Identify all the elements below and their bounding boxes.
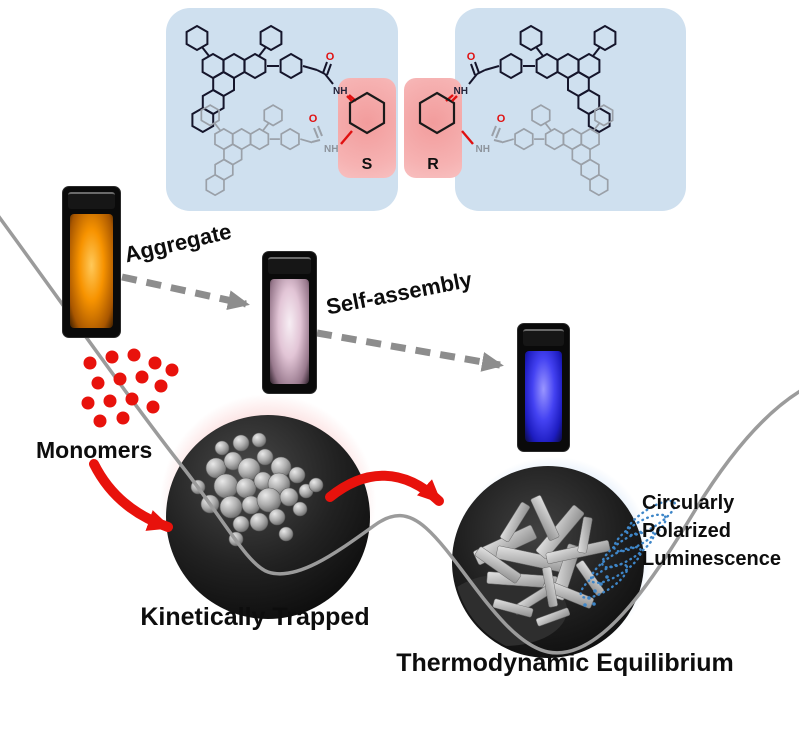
cpl-line: Circularly xyxy=(642,492,735,514)
oxygen-atom-label: O xyxy=(467,51,476,63)
cpl-label: Circularly Polarized Luminescence xyxy=(642,489,799,573)
cuvette-liquid xyxy=(525,351,562,442)
oxygen-atom-label: O xyxy=(309,113,318,125)
linker-label-r: R xyxy=(427,156,439,173)
cpl-line: Polarized xyxy=(642,520,731,542)
linker-label-s: S xyxy=(361,156,373,173)
kinetic-path-arrow xyxy=(89,459,173,532)
cuvette-pink-photo xyxy=(262,251,317,394)
cuvette-liquid xyxy=(270,279,309,384)
molecule-dark-left xyxy=(187,26,317,132)
cpl-helix-icon xyxy=(579,499,677,607)
thermodynamic-path-arrow xyxy=(325,470,444,506)
oxygen-atom-label: O xyxy=(326,51,335,63)
molecule-gray-left xyxy=(201,105,312,195)
nh-atom-label: NH xyxy=(324,144,338,155)
aggregate-arrow xyxy=(121,273,250,310)
cuvette-blue-photo xyxy=(517,323,570,452)
sem-spheres-image xyxy=(166,415,370,619)
cyclohexane-r-ring xyxy=(418,91,458,135)
cyclohexane-s-ring xyxy=(346,91,386,135)
energy-landscape-curve xyxy=(0,215,799,655)
cuvette-liquid xyxy=(70,214,113,328)
cuvette-cap xyxy=(268,257,311,274)
structure-panel-right xyxy=(455,8,686,211)
thermodynamic-equilibrium-label: Thermodynamic Equilibrium xyxy=(396,649,734,677)
amide-right-top: O NH xyxy=(445,51,486,102)
self-assembly-arrow xyxy=(316,329,504,372)
nh-atom-label: NH xyxy=(476,144,490,155)
nh-atom-label: NH xyxy=(333,86,347,97)
sem-rods-image xyxy=(452,466,644,658)
monomers-label: Monomers xyxy=(36,437,153,463)
amide-left-bottom: O NH xyxy=(309,113,353,155)
nh-atom-label: NH xyxy=(454,86,468,97)
cuvette-cap xyxy=(523,329,564,346)
oxygen-atom-label: O xyxy=(497,113,506,125)
cpl-line: Luminescence xyxy=(642,548,781,570)
cuvette-cap xyxy=(68,192,115,209)
cuvette-orange-photo xyxy=(62,186,121,338)
kinetically-trapped-label: Kinetically Trapped xyxy=(140,603,370,631)
linker-box-s: S xyxy=(338,78,396,178)
monomer-dots xyxy=(81,348,179,428)
molecule-gray-right xyxy=(502,105,613,195)
amide-right-bottom: O NH xyxy=(461,113,506,155)
amide-left-top: O NH xyxy=(316,51,357,102)
